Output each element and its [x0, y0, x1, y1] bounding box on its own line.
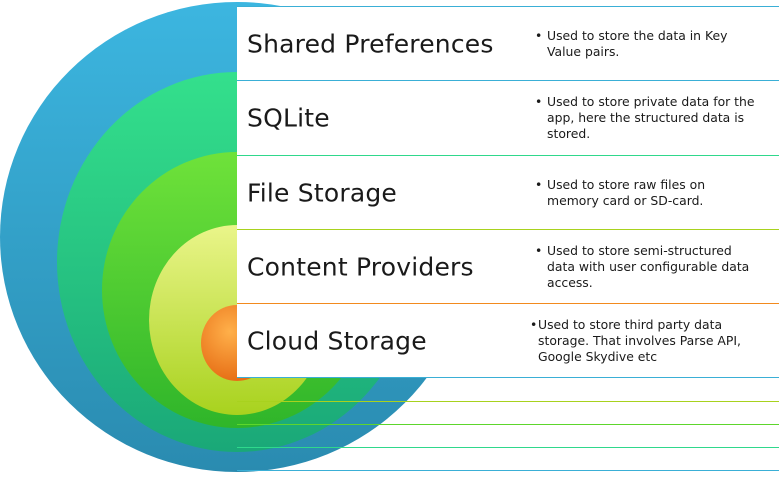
layer-description-list: Used to store the data in Key Value pair…: [535, 28, 760, 60]
layer-title: File Storage: [247, 178, 397, 207]
divider-line: [237, 447, 779, 448]
layer-description-list: Used to store semi-structured data with …: [535, 243, 760, 291]
layer-description: Used to store private data for the app, …: [535, 94, 760, 142]
layer-description: Used to store raw files on memory card o…: [535, 177, 760, 209]
divider-line: [237, 470, 779, 471]
layer-description: Used to store semi-structured data with …: [535, 243, 760, 291]
divider-line: [237, 424, 779, 425]
layer-file-storage: File Storage Used to store raw files on …: [237, 156, 779, 230]
layer-title: Content Providers: [247, 252, 474, 281]
layer-title: Cloud Storage: [247, 326, 427, 355]
layer-description: Used to store the data in Key Value pair…: [535, 28, 760, 60]
layer-description-list: Used to store private data for the app, …: [535, 94, 760, 142]
layer-content-providers: Content Providers Used to store semi-str…: [237, 230, 779, 304]
layer-description-list: Used to store raw files on memory card o…: [535, 177, 760, 209]
divider-line: [237, 401, 779, 402]
layer-sqlite: SQLite Used to store private data for th…: [237, 81, 779, 156]
layer-title: Shared Preferences: [247, 29, 494, 58]
layer-description-list: Used to store third party data storage. …: [530, 317, 758, 365]
layer-shared-preferences: Shared Preferences Used to store the dat…: [237, 6, 779, 81]
layer-cloud-storage: Cloud Storage Used to store third party …: [237, 304, 779, 378]
layer-description: Used to store third party data storage. …: [530, 317, 758, 365]
layer-title: SQLite: [247, 103, 330, 133]
